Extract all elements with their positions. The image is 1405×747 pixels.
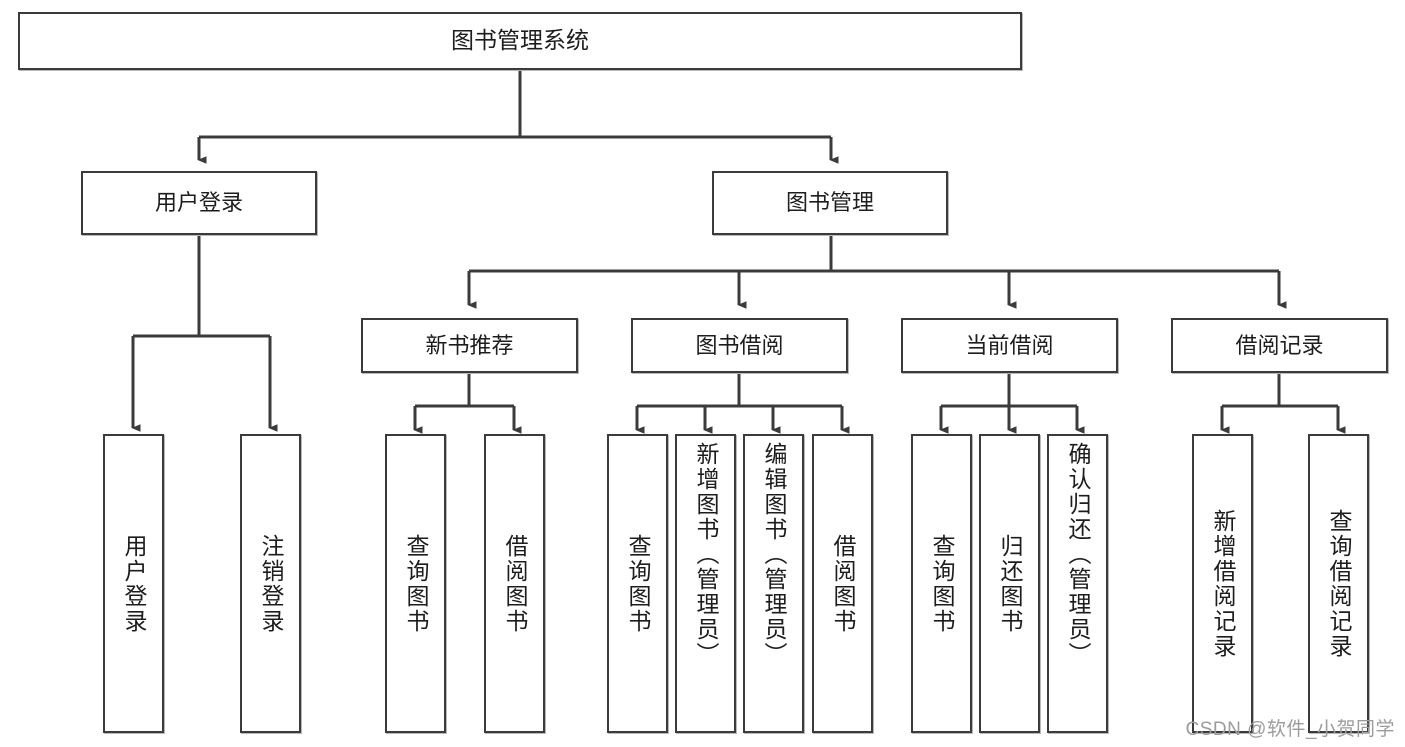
node-new-book-recommend[interactable]: 新书推荐: [361, 318, 578, 373]
leaf-book-borrow-add-book-admin[interactable]: 新增图书（管理员）: [675, 434, 736, 733]
leaf-book-borrow-borrow-book[interactable]: 借阅图书: [812, 434, 873, 733]
leaf-label: 查询图书: [625, 533, 651, 634]
leaf-label: 归还图书: [997, 533, 1023, 634]
leaf-label: 查询图书: [403, 533, 429, 634]
leaf-user-login-logout[interactable]: 注销登录: [240, 434, 301, 733]
leaf-book-borrow-edit-book-admin[interactable]: 编辑图书（管理员）: [743, 434, 804, 733]
leaf-current-borrow-return-book[interactable]: 归还图书: [979, 434, 1040, 733]
leaf-current-borrow-query-book[interactable]: 查询图书: [911, 434, 972, 733]
node-new-book-recommend-label: 新书推荐: [425, 332, 514, 358]
node-borrow-record[interactable]: 借阅记录: [1171, 318, 1388, 373]
leaf-book-borrow-query-book[interactable]: 查询图书: [607, 434, 668, 733]
leaf-label: 借阅图书: [502, 533, 528, 634]
node-book-management-label: 图书管理: [785, 190, 874, 216]
leaf-current-borrow-confirm-return-admin[interactable]: 确认归还（管理员）: [1047, 434, 1108, 733]
node-user-login[interactable]: 用户登录: [81, 171, 317, 235]
leaf-label: 确认归还（管理员）: [1065, 442, 1091, 667]
leaf-label: 查询图书: [929, 533, 955, 634]
node-book-borrow[interactable]: 图书借阅: [631, 318, 848, 373]
leaf-label: 用户登录: [121, 533, 147, 634]
leaf-label: 编辑图书（管理员）: [761, 442, 787, 667]
leaf-borrow-record-add-record[interactable]: 新增借阅记录: [1192, 434, 1253, 733]
node-book-borrow-label: 图书借阅: [695, 332, 784, 358]
leaf-label: 查询借阅记录: [1326, 508, 1352, 659]
leaf-label: 借阅图书: [830, 533, 856, 634]
node-current-borrow-label: 当前借阅: [965, 332, 1054, 358]
leaf-label: 新增图书（管理员）: [693, 442, 719, 667]
node-current-borrow[interactable]: 当前借阅: [901, 318, 1118, 373]
leaf-label: 新增借阅记录: [1210, 508, 1236, 659]
watermark: CSDN @软件_小贺同学: [1185, 719, 1395, 740]
leaf-user-login-login[interactable]: 用户登录: [103, 434, 164, 733]
node-book-management[interactable]: 图书管理: [712, 171, 948, 235]
node-user-login-label: 用户登录: [154, 190, 243, 216]
leaf-new-book-borrow-book[interactable]: 借阅图书: [484, 434, 545, 733]
leaf-borrow-record-query-record[interactable]: 查询借阅记录: [1308, 434, 1369, 733]
leaf-label: 注销登录: [258, 533, 284, 634]
leaf-new-book-query-book[interactable]: 查询图书: [385, 434, 446, 733]
node-root-label: 图书管理系统: [451, 27, 589, 54]
node-borrow-record-label: 借阅记录: [1235, 332, 1324, 358]
node-root[interactable]: 图书管理系统: [18, 12, 1022, 70]
